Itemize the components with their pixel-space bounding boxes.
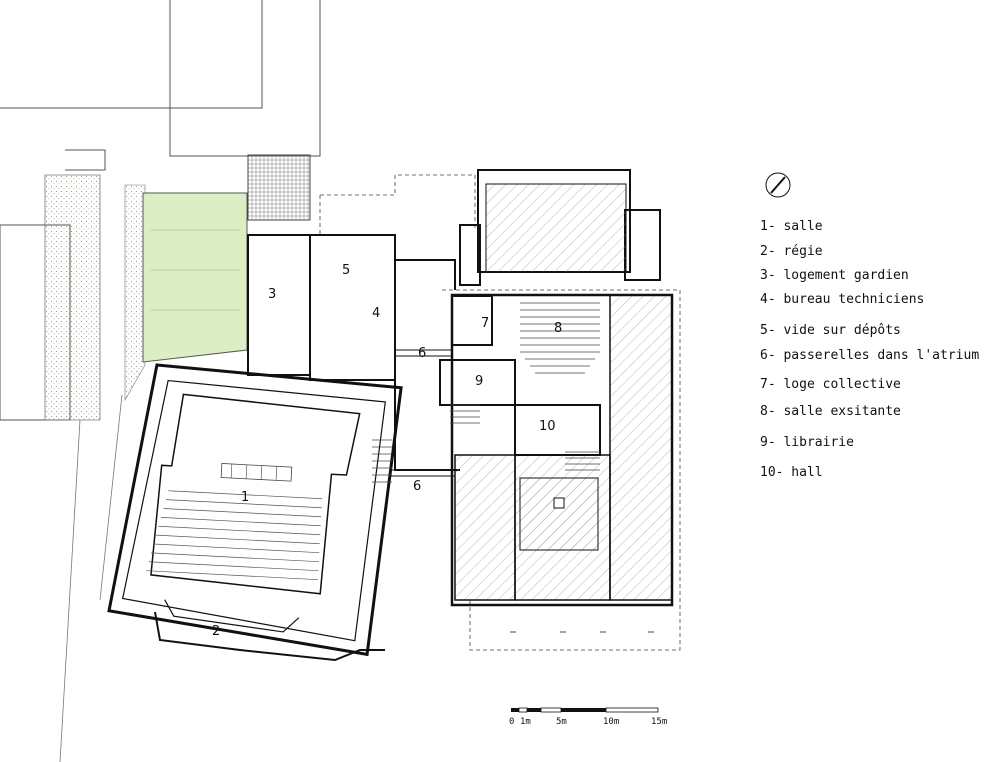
neighbour-block bbox=[0, 174, 123, 762]
room-label-4: 4 bbox=[372, 306, 380, 321]
atrium-walkways bbox=[390, 349, 455, 477]
room-label-1: 1 bbox=[241, 490, 249, 505]
legend-item-4: 4- bureau techniciens bbox=[760, 292, 925, 307]
legend-item-10: 10- hall bbox=[760, 465, 823, 480]
room-labels: 1 2 3 4 5 6 6 7 8 9 10 bbox=[212, 263, 562, 639]
legend-item-5: 5- vide sur dépôts bbox=[760, 323, 901, 338]
legend-item-1: 1- salle bbox=[760, 219, 823, 234]
dashed-outlines bbox=[319, 174, 681, 651]
scale-label-15m: 15m bbox=[651, 717, 667, 727]
main-auditorium bbox=[107, 363, 403, 657]
site-boundary bbox=[0, 0, 321, 171]
room-label-2: 2 bbox=[212, 624, 220, 639]
legend-item-7: 7- loge collective bbox=[760, 377, 901, 392]
room-label-6-lower: 6 bbox=[413, 479, 421, 494]
legend-item-9: 9- librairie bbox=[760, 435, 854, 450]
lawn-area bbox=[142, 192, 248, 363]
legend-item-6: 6- passerelles dans l'atrium bbox=[760, 348, 980, 363]
room-label-6-upper: 6 bbox=[418, 346, 426, 361]
technical-grid bbox=[247, 154, 311, 221]
scale-bar: 0 1m 5m 10m 15m bbox=[509, 707, 667, 727]
existing-building bbox=[450, 183, 674, 607]
room-label-9: 9 bbox=[475, 374, 483, 389]
room-label-3: 3 bbox=[268, 287, 276, 302]
room-label-8: 8 bbox=[554, 321, 562, 336]
control-room-wall bbox=[154, 611, 385, 662]
legend-item-2: 2- régie bbox=[760, 244, 823, 259]
scale-label-5m: 5m bbox=[556, 717, 567, 727]
north-arrow-icon bbox=[765, 172, 791, 198]
scale-label-0: 0 bbox=[509, 717, 514, 727]
auditorium-stairs bbox=[372, 439, 392, 483]
atrium-stairs bbox=[450, 404, 600, 471]
room-label-5: 5 bbox=[342, 263, 350, 278]
room-label-10: 10 bbox=[539, 419, 556, 434]
scale-label-1m: 1m bbox=[520, 717, 531, 727]
legend-item-3: 3- logement gardien bbox=[760, 268, 909, 283]
existing-hall-seating bbox=[520, 302, 600, 374]
scale-label-10m: 10m bbox=[603, 717, 619, 727]
room-label-7: 7 bbox=[481, 316, 489, 331]
legend-item-8: 8- salle exsitante bbox=[760, 404, 901, 419]
planted-strip bbox=[124, 184, 146, 402]
